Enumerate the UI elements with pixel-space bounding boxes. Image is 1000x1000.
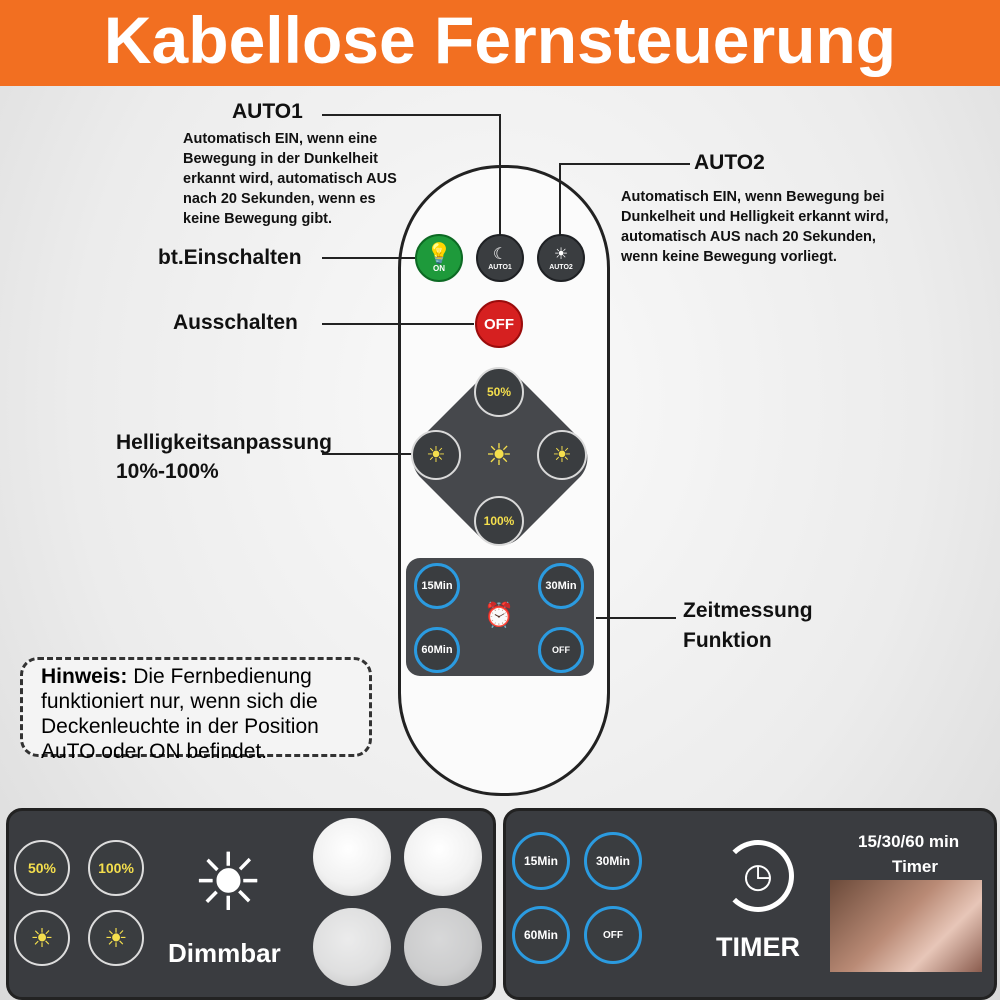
bulb-bright-1 <box>313 818 391 896</box>
panel-timer-60: 60Min <box>512 906 570 964</box>
auto1-button[interactable]: ☾ AUTO1 <box>476 234 524 282</box>
sleeping-child-photo <box>830 880 982 972</box>
auto1-title: AUTO1 <box>232 100 303 123</box>
dimmer-sun-icon: ☀ <box>192 837 264 927</box>
panel-timer-15: 15Min <box>512 832 570 890</box>
timer-caption-2: Timer <box>892 857 938 876</box>
timer-label: Zeitmessung Funktion <box>683 599 813 652</box>
timer-caption-1: 15/30/60 min <box>858 832 960 851</box>
dim-50-button: 50% <box>14 840 70 896</box>
timer-30-button[interactable]: 30Min <box>538 563 584 609</box>
hint-bold: Hinweis: <box>41 665 128 688</box>
auto2-button-text: AUTO2 <box>549 263 573 271</box>
timer-off-button[interactable]: OFF <box>538 627 584 673</box>
motion-moon-icon: ☾ <box>492 245 508 263</box>
on-button[interactable]: 💡 ON <box>415 234 463 282</box>
dim-up-icon: ☀ <box>14 910 70 966</box>
hint-box: Hinweis: Die Fernbedienung funktioniert … <box>20 657 372 763</box>
sun-down-icon: ☀ <box>552 442 572 467</box>
bulb-bright-2 <box>404 818 482 896</box>
sun-up-icon: ☀ <box>426 442 446 467</box>
alarm-clock-icon: ⏰ <box>484 601 514 629</box>
timer-clock-icon: ◷ <box>722 840 794 912</box>
auto2-description: Automatisch EIN, wenn Bewegung bei Dunke… <box>621 189 889 265</box>
dim-100-button: 100% <box>88 840 144 896</box>
banner-title: Kabellose Fernsteuerung <box>0 0 1000 86</box>
motion-sun-icon: ☀ <box>553 245 569 263</box>
bulb-dim <box>404 908 482 986</box>
brightness-up-button[interactable]: ☀ <box>411 430 461 480</box>
brightness-50-button[interactable]: 50% <box>474 367 524 417</box>
auto1-button-text: AUTO1 <box>488 263 512 271</box>
timer-15-button[interactable]: 15Min <box>414 563 460 609</box>
hint-text: Die Fernbedienung funktioniert nur, wenn… <box>41 665 319 763</box>
panel-timer-30: 30Min <box>584 832 642 890</box>
dimmable-label: Dimmbar <box>168 938 281 968</box>
brightness-sun-icon: ☀ <box>485 438 513 472</box>
dim-down-icon: ☀ <box>88 910 144 966</box>
on-button-text: ON <box>433 263 445 273</box>
brightness-down-button[interactable]: ☀ <box>537 430 587 480</box>
off-label: Ausschalten <box>173 311 298 334</box>
bulb-icon: 💡 <box>426 242 452 265</box>
auto1-description: Automatisch EIN, wenn eine Bewegung in d… <box>183 131 397 227</box>
bulb-medium <box>313 908 391 986</box>
off-button[interactable]: OFF <box>475 300 523 348</box>
auto2-button[interactable]: ☀ AUTO2 <box>537 234 585 282</box>
timer-60-button[interactable]: 60Min <box>414 627 460 673</box>
auto2-title: AUTO2 <box>694 151 765 174</box>
brightness-label: Helligkeitsanpassung 10%-100% <box>116 431 332 483</box>
timer-text: TIMER <box>716 932 800 962</box>
brightness-100-button[interactable]: 100% <box>474 496 524 546</box>
on-label: bt.Einschalten <box>158 246 302 269</box>
panel-timer-off: OFF <box>584 906 642 964</box>
